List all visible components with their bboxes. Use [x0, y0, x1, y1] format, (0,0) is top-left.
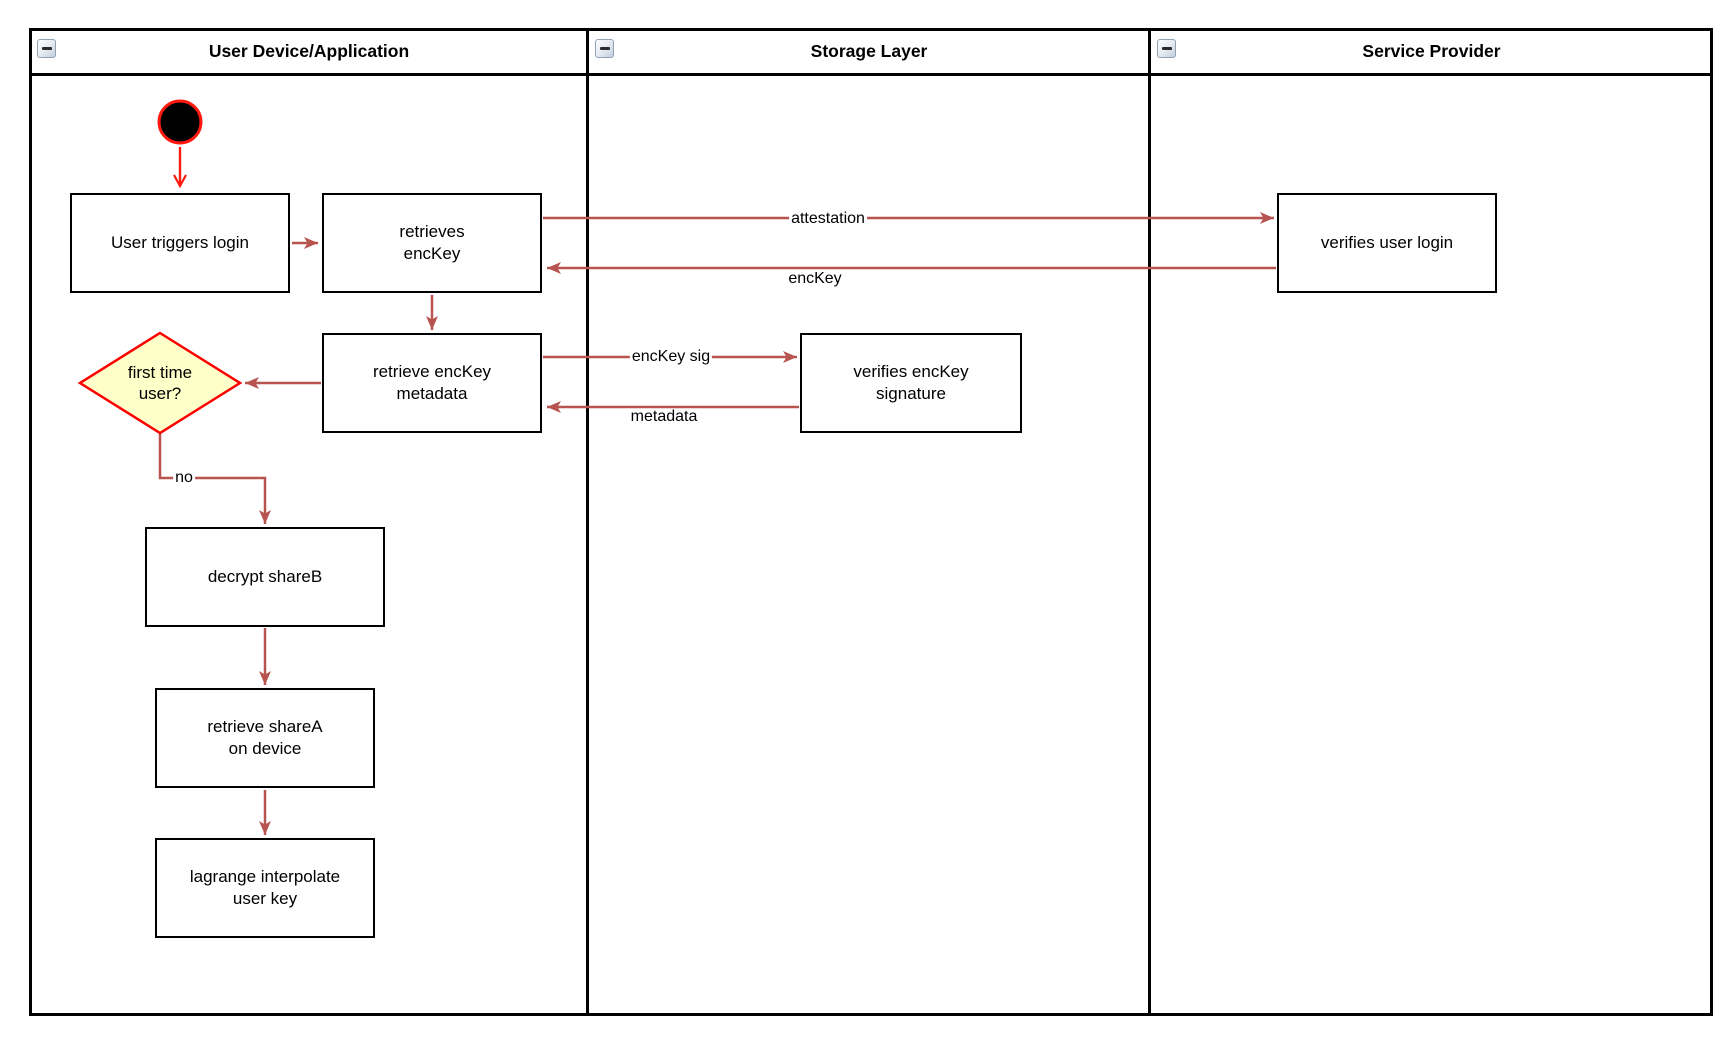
- diamond-label: first time user?: [127, 362, 193, 403]
- edge-no-to-decrypt[interactable]: [158, 434, 271, 524]
- node-label: retrieve shareA on device: [207, 716, 323, 758]
- lane-title-storage-layer: Storage Layer: [810, 40, 928, 61]
- collapse-lane-icon[interactable]: [1157, 39, 1176, 58]
- node-verifies-user-login[interactable]: verifies user login: [1277, 193, 1497, 293]
- collapse-lane-icon[interactable]: [595, 39, 614, 58]
- edge-label-enckey[interactable]: encKey: [788, 270, 842, 288]
- node-user-triggers-login[interactable]: User triggers login: [70, 193, 290, 293]
- edge-label-metadata[interactable]: metadata: [630, 408, 698, 426]
- edge-label-no[interactable]: no: [173, 469, 195, 487]
- node-label: retrieves encKey: [399, 221, 465, 263]
- lane-divider-1: [586, 28, 589, 1016]
- initial-node[interactable]: [157, 99, 203, 145]
- edge-label-attestation[interactable]: attestation: [789, 210, 867, 228]
- node-label: verifies encKey signature: [853, 361, 969, 403]
- lane-header-separator: [29, 73, 1713, 76]
- node-retrieve-enckey-metadata[interactable]: retrieve encKey metadata: [322, 333, 542, 433]
- node-decrypt-shareb[interactable]: decrypt shareB: [145, 527, 385, 627]
- node-lagrange-interpolate[interactable]: lagrange interpolate user key: [155, 838, 375, 938]
- node-label: User triggers login: [111, 232, 249, 252]
- collapse-lane-icon[interactable]: [37, 39, 56, 58]
- minus-icon: [41, 47, 52, 50]
- node-label: retrieve encKey metadata: [372, 361, 492, 403]
- minus-icon: [599, 47, 610, 50]
- node-label: verifies user login: [1320, 232, 1454, 252]
- node-retrieve-sharea[interactable]: retrieve shareA on device: [155, 688, 375, 788]
- node-retrieves-enckey[interactable]: retrieves encKey: [322, 193, 542, 293]
- minus-icon: [1161, 47, 1172, 50]
- lane-divider-2: [1148, 28, 1151, 1016]
- node-verifies-enckey-signature[interactable]: verifies encKey signature: [800, 333, 1022, 433]
- node-label: decrypt shareB: [207, 566, 323, 586]
- lane-title-user-device: User Device/Application: [208, 40, 410, 61]
- lane-title-service-provider: Service Provider: [1362, 40, 1501, 61]
- decision-diamond-first-time-user[interactable]: [77, 331, 243, 435]
- edge-label-enckey-sig[interactable]: encKey sig: [629, 348, 713, 366]
- node-label: lagrange interpolate user key: [189, 866, 341, 908]
